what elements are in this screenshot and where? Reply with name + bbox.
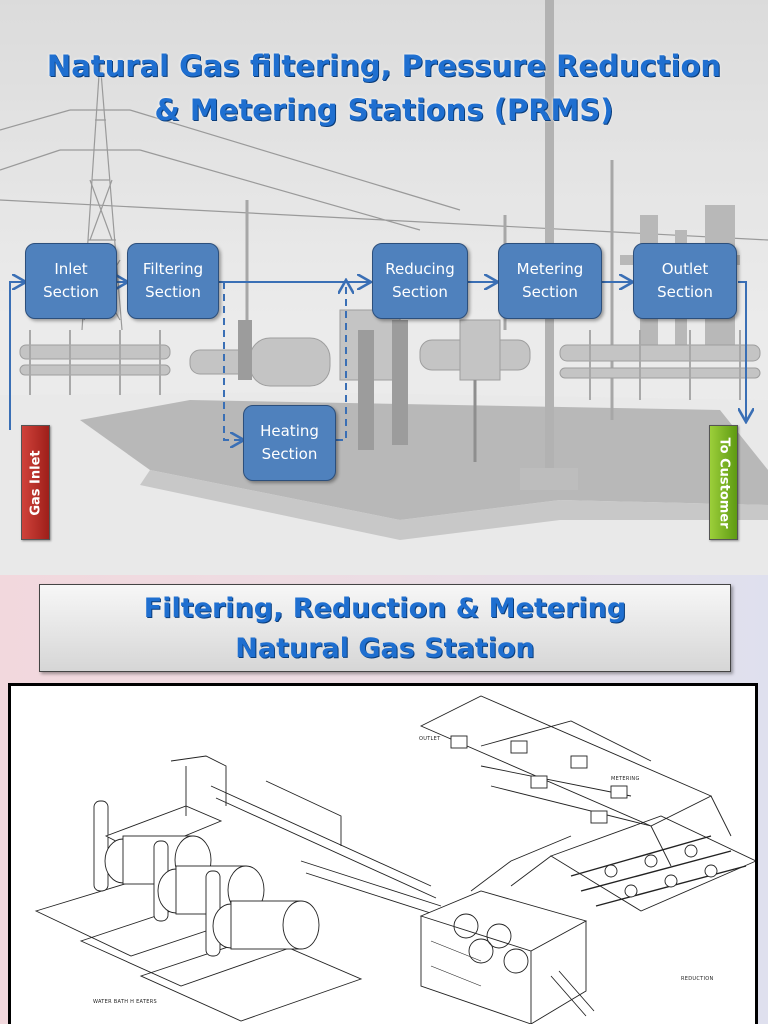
isometric-station-drawing: OUTLET METERING REDUCTION WATER BATH H E… xyxy=(8,683,758,1024)
box-label-line: Section xyxy=(145,283,201,301)
flow-arrows xyxy=(9,0,768,575)
box-label-line: Outlet xyxy=(661,260,709,278)
box-label-line: Section xyxy=(392,283,448,301)
to-customer-label: To Customer xyxy=(716,436,731,529)
drawing-label-reduction: REDUCTION xyxy=(681,976,714,982)
outlet-line xyxy=(738,281,746,420)
box-label-line: Inlet xyxy=(54,260,88,278)
gas-inlet-tag: Gas Inlet xyxy=(21,425,50,540)
drawing-label-metering: METERING xyxy=(611,776,640,782)
box-label-line: Section xyxy=(261,445,318,463)
box-label-line: Filtering xyxy=(142,260,204,278)
banner-line-1: Filtering, Reduction & Metering xyxy=(143,593,627,624)
isometric-drawing-art xyxy=(34,695,755,1024)
heating-bypass-down xyxy=(223,282,242,440)
title-line-2: & Metering Stations (PRMS) xyxy=(154,93,614,127)
box-label-line: Section xyxy=(657,283,713,301)
box-label-line: Section xyxy=(522,283,578,301)
box-label-line: Heating xyxy=(260,422,319,440)
heating-bypass-up xyxy=(336,282,346,441)
box-label-line: Section xyxy=(43,283,99,301)
drawing-label-outlet: OUTLET xyxy=(419,736,441,742)
to-customer-tag: To Customer xyxy=(709,425,738,540)
process-flow-panel: Natural Gas filtering, Pressure Reductio… xyxy=(0,0,768,575)
box-label-line: Metering xyxy=(516,260,584,278)
box-label-line: Reducing xyxy=(385,260,455,278)
drawing-label-heaters: WATER BATH H EATERS xyxy=(93,999,157,1005)
section-banner: Filtering, Reduction & Metering Natural … xyxy=(39,584,731,672)
page-title: Natural Gas filtering, Pressure Reductio… xyxy=(0,44,768,132)
inlet-line xyxy=(9,282,24,430)
title-line-1: Natural Gas filtering, Pressure Reductio… xyxy=(46,49,722,83)
gas-inlet-label: Gas Inlet xyxy=(28,449,43,516)
banner-line-2: Natural Gas Station xyxy=(235,633,535,664)
